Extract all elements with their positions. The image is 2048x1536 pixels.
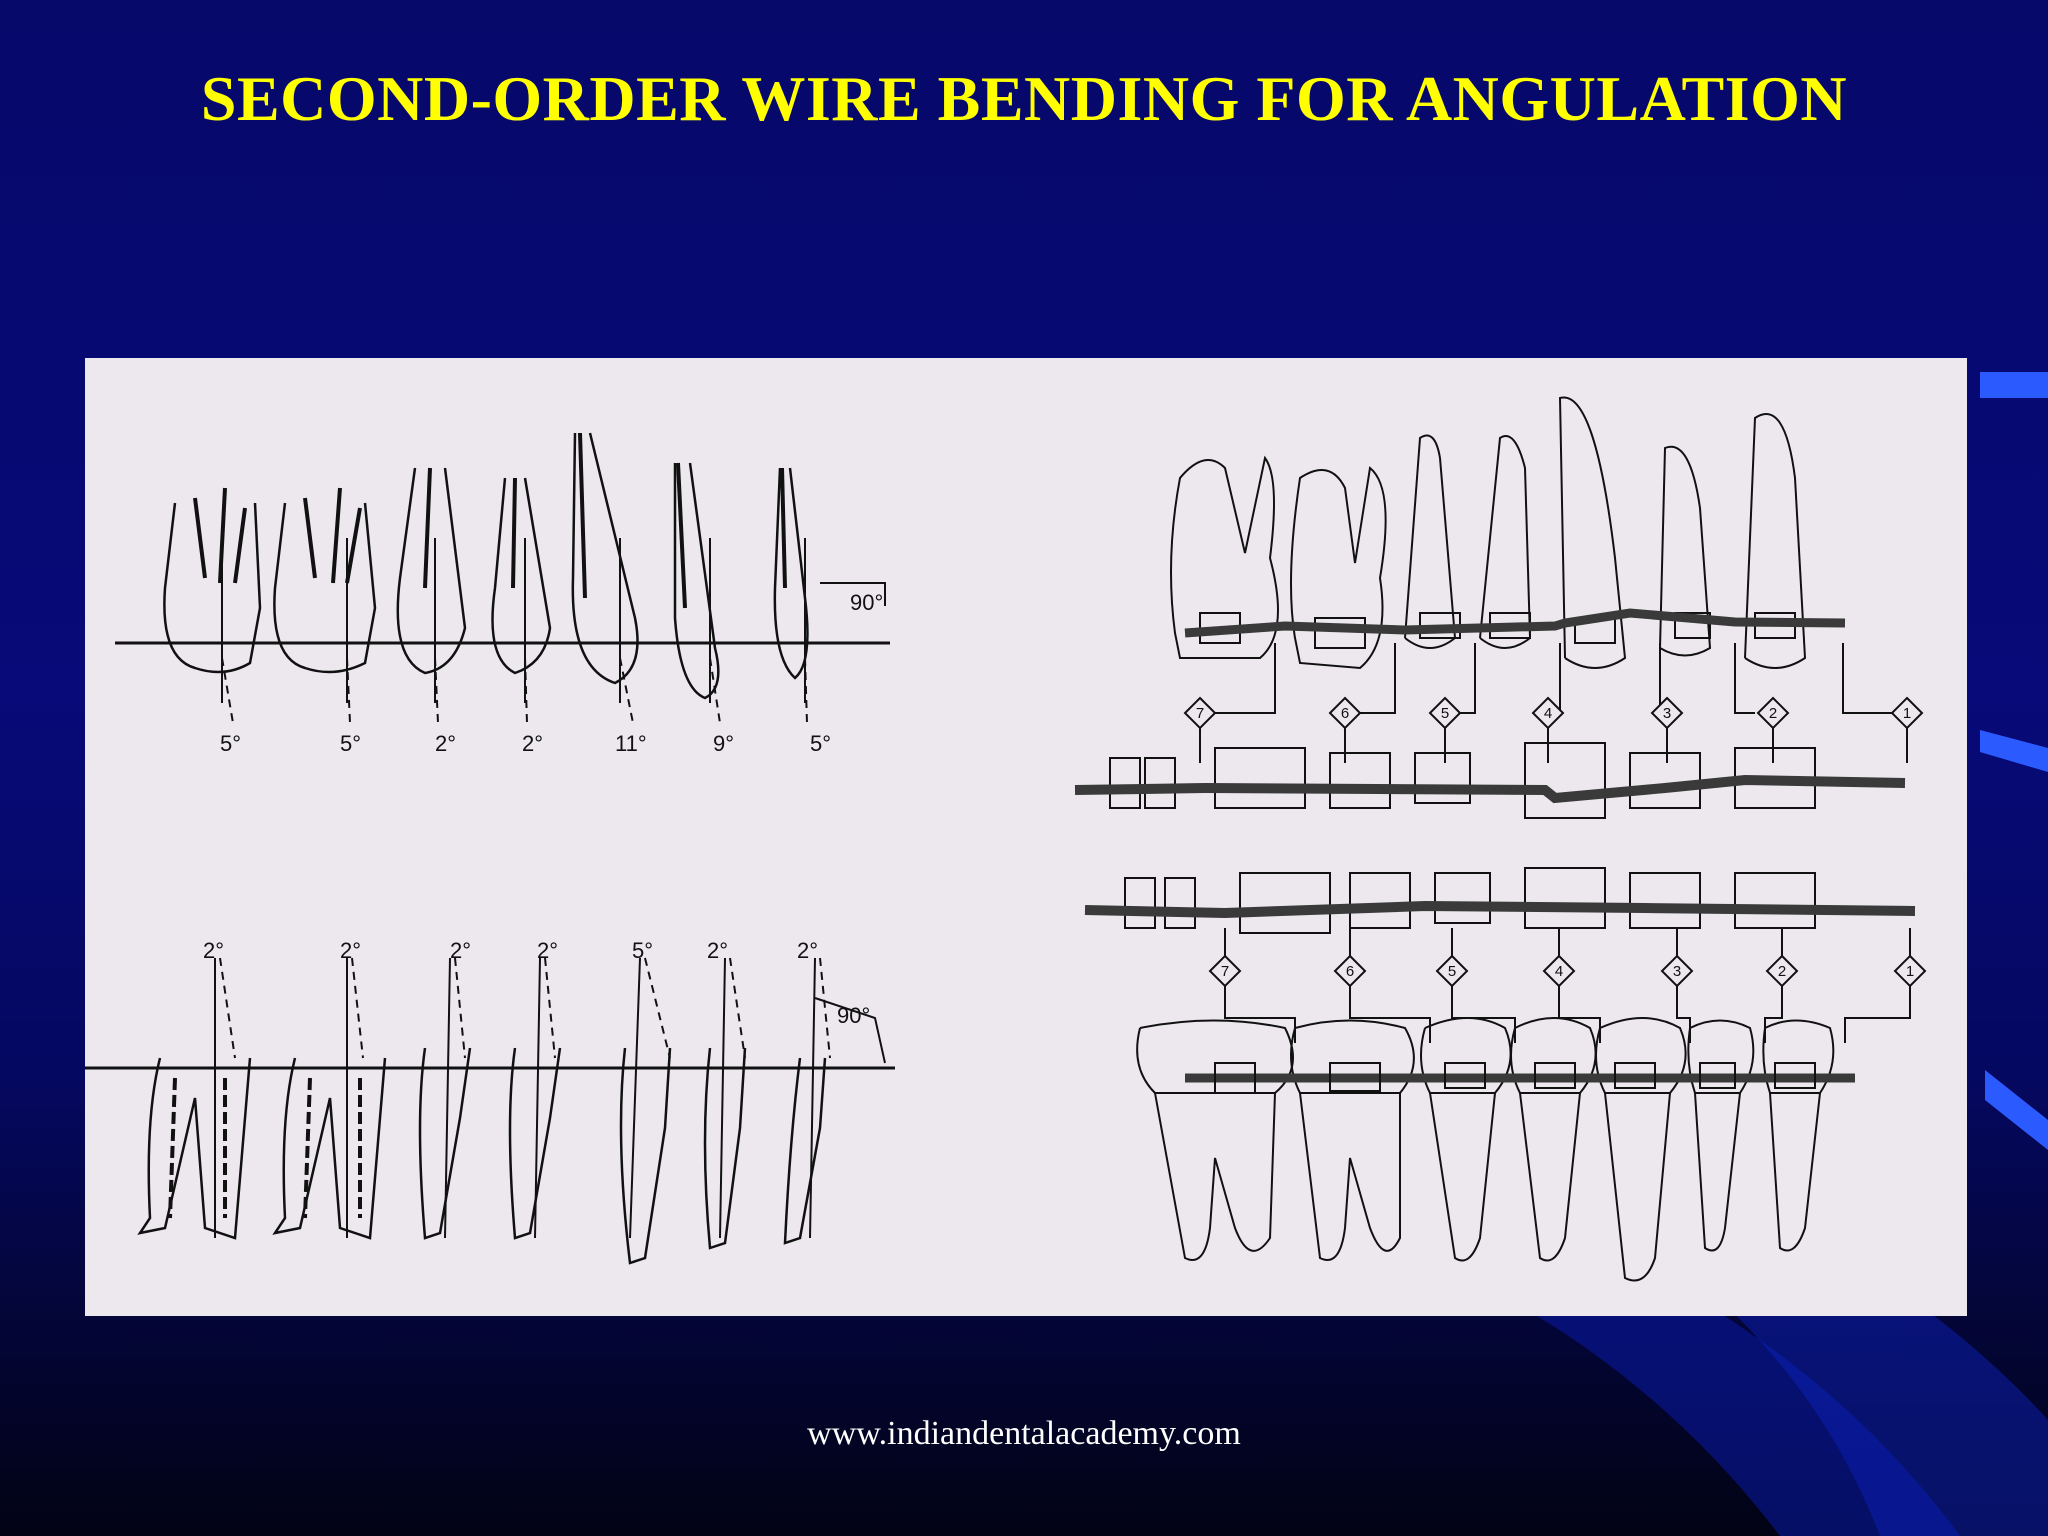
upper-angle-7: 5° — [810, 731, 831, 756]
svg-text:6: 6 — [1341, 705, 1349, 722]
lower-marker-2: 2 — [1765, 954, 1799, 988]
upper-marker-2: 2 — [1756, 696, 1790, 730]
upper-bend-markers: 7 6 5 4 3 2 1 — [1183, 696, 1924, 730]
lower-marker-4: 4 — [1542, 954, 1576, 988]
lower-angle-3: 2° — [450, 938, 471, 963]
svg-text:4: 4 — [1555, 963, 1563, 980]
svg-text:6: 6 — [1346, 963, 1354, 980]
upper-marker-5: 5 — [1428, 696, 1462, 730]
footer-url: www.indiandentalacademy.com — [807, 1415, 1241, 1452]
upper-angle-2: 5° — [340, 731, 361, 756]
lower-angle-7: 2° — [797, 938, 818, 963]
lower-angle-2: 2° — [340, 938, 361, 963]
upper-angle-1: 5° — [220, 731, 241, 756]
upper-reference-angle: 90° — [850, 590, 883, 615]
upper-marker-3: 3 — [1650, 696, 1684, 730]
lower-reference-angle: 90° — [837, 1003, 870, 1028]
wire-bending-figure: 5° 5° 2° 2° 11° 9° 5° 90° — [85, 358, 1967, 1316]
upper-marker-4: 4 — [1531, 696, 1565, 730]
lower-teeth-group — [85, 957, 895, 1265]
upper-angle-labels: 5° 5° 2° 2° 11° 9° 5° 90° — [220, 590, 883, 756]
lower-bend-markers: 7 6 5 4 3 2 1 — [1208, 954, 1927, 988]
lower-angle-5: 5° — [632, 938, 653, 963]
lower-arch-teeth-group — [1136, 928, 1911, 1282]
upper-teeth-group — [115, 432, 890, 724]
lower-angle-labels: 2° 2° 2° 2° 5° 2° 2° 90° — [203, 938, 870, 1028]
upper-arch-wire-group — [1170, 396, 1900, 714]
slide-title: SECOND-ORDER WIRE BENDING FOR ANGULATION — [200, 63, 1848, 134]
svg-text:7: 7 — [1196, 705, 1204, 722]
svg-text:5: 5 — [1441, 705, 1449, 722]
lower-marker-6: 6 — [1333, 954, 1367, 988]
lower-angle-6: 2° — [707, 938, 728, 963]
lower-angle-4: 2° — [537, 938, 558, 963]
upper-marker-7: 7 — [1183, 696, 1217, 730]
angulation-diagram: 5° 5° 2° 2° 11° 9° 5° 90° — [85, 396, 1927, 1282]
upper-angle-5: 11° — [615, 731, 647, 756]
lower-marker-3: 3 — [1660, 954, 1694, 988]
svg-text:4: 4 — [1544, 705, 1552, 722]
svg-text:2: 2 — [1778, 963, 1786, 980]
svg-text:5: 5 — [1448, 963, 1456, 980]
upper-marker-1: 1 — [1890, 696, 1924, 730]
lower-marker-1: 1 — [1893, 954, 1927, 988]
lower-angle-1: 2° — [203, 938, 224, 963]
upper-marker-6: 6 — [1328, 696, 1362, 730]
lower-straight-wire — [1084, 867, 1916, 934]
svg-text:1: 1 — [1906, 963, 1914, 980]
svg-text:2: 2 — [1769, 705, 1777, 722]
svg-text:3: 3 — [1673, 963, 1681, 980]
upper-angle-6: 9° — [713, 731, 734, 756]
lower-marker-7: 7 — [1208, 954, 1242, 988]
lower-marker-5: 5 — [1435, 954, 1469, 988]
svg-text:7: 7 — [1221, 963, 1229, 980]
svg-text:3: 3 — [1663, 705, 1671, 722]
svg-text:1: 1 — [1903, 705, 1911, 722]
upper-angle-3: 2° — [435, 731, 456, 756]
upper-angle-4: 2° — [522, 731, 543, 756]
upper-straight-wire — [1074, 728, 1908, 819]
